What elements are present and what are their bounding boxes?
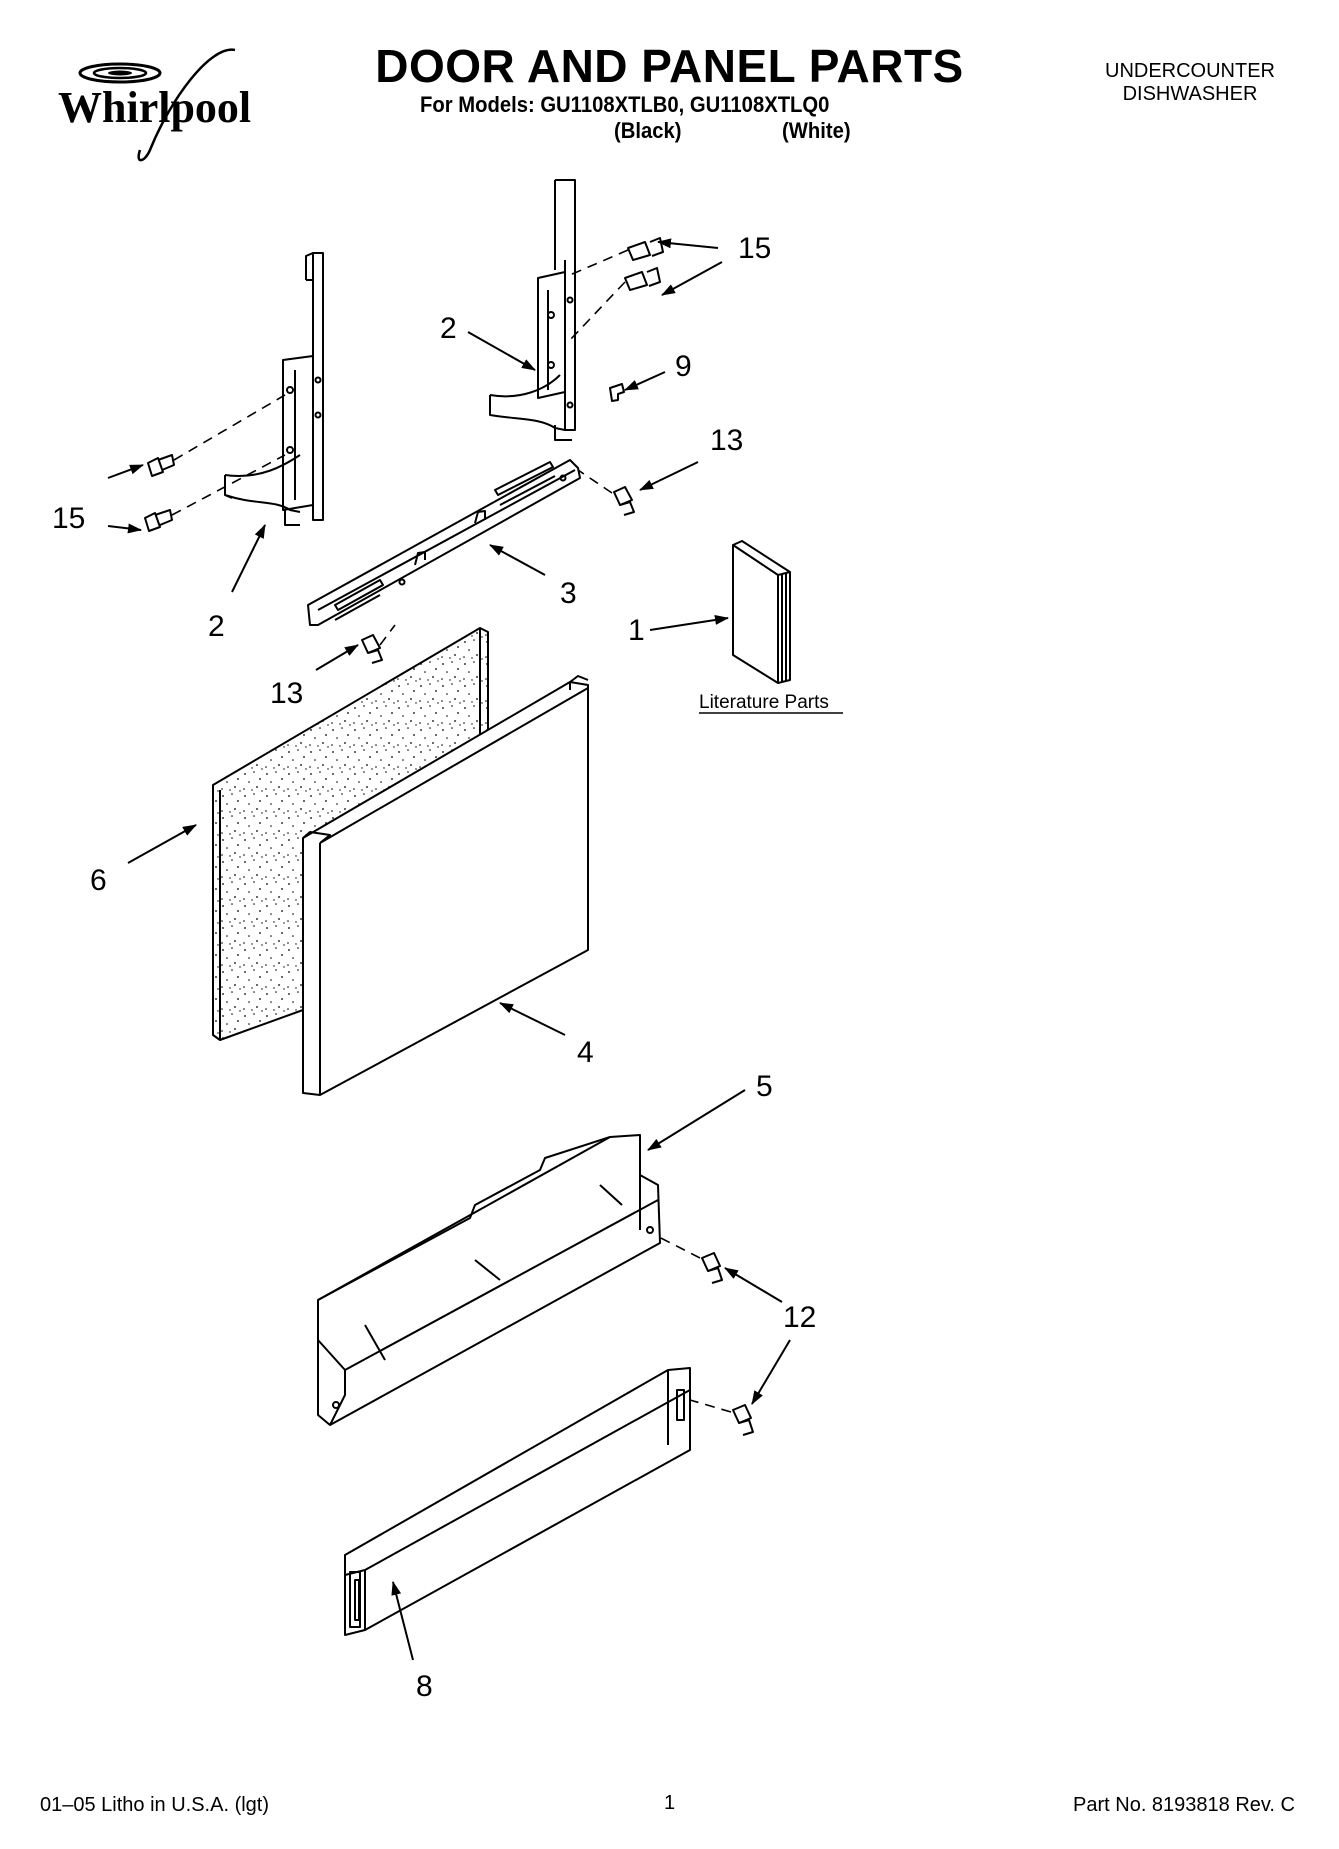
callout-8: 8: [416, 1670, 433, 1703]
callout-2-right: 2: [440, 312, 457, 345]
literature-parts-label: Literature Parts: [699, 692, 829, 713]
screw-15-upper-left: [147, 454, 175, 477]
part-4-door-panel: [302, 675, 589, 1096]
screw-13-upper: [613, 486, 635, 516]
part-1-literature-book: [732, 540, 791, 684]
screw-15-lower-right: [624, 267, 661, 291]
part-9-clip: [609, 383, 625, 402]
callout-2-left: 2: [208, 610, 225, 643]
footer-page-number: 1: [663, 1792, 676, 1814]
part-2-left-hinge-bracket: [224, 252, 324, 526]
product-type-line1: UNDERCOUNTER: [1105, 60, 1275, 82]
callout-4: 4: [577, 1036, 594, 1069]
models-line: For Models: GU1108XTLB0, GU1108XTLQ0: [420, 92, 830, 117]
callout-6: 6: [90, 864, 107, 897]
screw-12-upper: [701, 1252, 723, 1284]
variant-black: (Black): [614, 118, 682, 143]
product-type-line2: DISHWASHER: [1122, 83, 1258, 105]
brand-wordmark: Whirlpool: [58, 83, 251, 132]
footer-litho: 01–05 Litho in U.S.A. (lgt): [40, 1794, 270, 1816]
part-5-lower-panel-bracket: [317, 1134, 661, 1426]
callout-3: 3: [560, 577, 577, 610]
callout-13-lower: 13: [270, 677, 303, 710]
callout-5: 5: [756, 1070, 773, 1103]
part-3-door-bracket: [307, 459, 581, 626]
whirlpool-logo-icon: Whirlpool: [58, 48, 251, 162]
variant-white: (White): [782, 118, 851, 143]
screw-15-lower-left: [144, 509, 173, 532]
callout-12: 12: [783, 1301, 816, 1334]
callout-9: 9: [675, 350, 692, 383]
callout-15-right: 15: [738, 232, 771, 265]
screw-12-lower: [732, 1404, 754, 1436]
callout-leaders: [107, 238, 791, 1661]
callout-15-left: 15: [52, 502, 85, 535]
callout-1: 1: [628, 614, 645, 647]
screw-15-upper-right: [627, 237, 664, 261]
assembly-guide-lines: [171, 249, 732, 1413]
part-2-right-hinge-bracket: [489, 179, 576, 441]
part-8-toe-panel: [344, 1367, 691, 1636]
footer-part-number: Part No. 8193818 Rev. C: [1073, 1794, 1295, 1816]
callout-13-upper: 13: [710, 424, 743, 457]
screw-13-lower: [361, 634, 383, 664]
page-title: DOOR AND PANEL PARTS: [375, 40, 964, 92]
